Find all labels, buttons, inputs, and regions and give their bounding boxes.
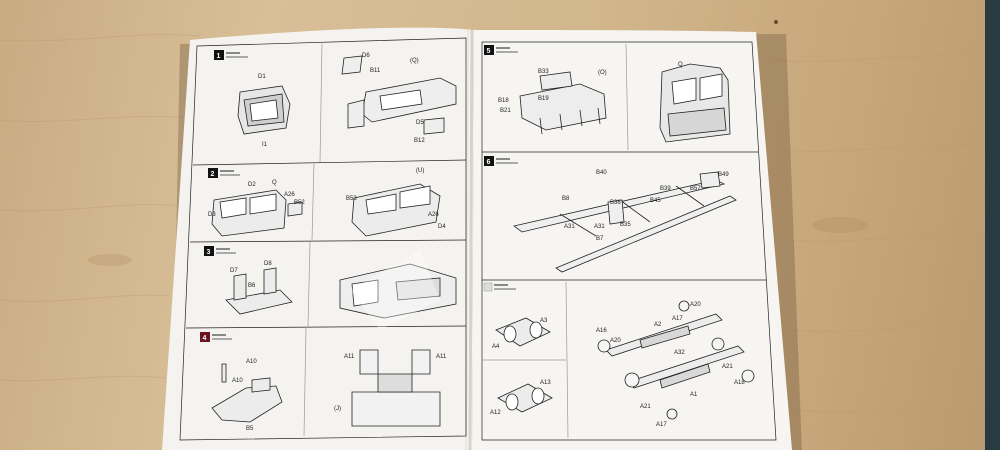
part-label: B53 [346,196,357,202]
step-number: 1 [217,53,221,60]
cab-assembled-part [351,183,441,237]
part-label: A2 [654,322,662,328]
cab-frame-part [341,55,457,135]
part-label: A21 [722,364,733,370]
part-label: B7 [596,236,604,242]
part-label: A20 [690,302,701,308]
part-label: A32 [674,350,685,356]
step-2: 2 D2 Q A26 B52 D3 B53 (U) A26 D4 [208,168,446,237]
part-label: A11 [344,354,355,360]
part-label: D5 [416,120,424,126]
part-label: B52 [294,200,305,206]
left-page-steps [179,37,467,441]
part-label: A31 [594,224,605,230]
chassis-frame-part [513,171,737,273]
cab-shell-part [237,85,291,135]
cab-with-seats-part [339,263,457,319]
part-label: B36 [610,200,621,206]
part-label: A21 [640,404,651,410]
part-label: B12 [414,138,425,144]
part-label: B8 [562,196,570,202]
part-label: B40 [596,170,607,176]
part-label: B18 [498,98,509,104]
part-label: B5 [246,426,254,432]
part-label: (J) [334,406,341,412]
right-page-steps [481,41,777,441]
part-label: A31 [564,224,575,230]
part-label: D7 [230,268,238,274]
seat-base-part [225,267,293,315]
part-label: (O) [598,70,607,76]
part-label: B39 [660,186,671,192]
part-label: A11 [436,354,447,360]
part-label: A1 [690,392,698,398]
hood-part [211,363,283,423]
step-badge [204,246,214,256]
part-label: B6 [248,283,256,289]
step-1: 1 D1 I1 D6 B11 (Q) D5 B12 [214,50,457,148]
part-label: (U) [416,168,424,174]
part-label: A10 [232,378,243,384]
part-label: B45 [650,198,661,204]
part-label: A17 [672,316,683,322]
part-label: A17 [656,422,667,428]
part-label: B49 [718,172,729,178]
part-label: D6 [362,53,370,59]
part-label: B11 [370,68,381,74]
part-label: Q [272,180,277,186]
part-label: B35 [620,222,631,228]
part-label: B57 [690,186,701,192]
part-label: A16 [596,328,607,334]
step-3: 3 D7 D8 B6 [204,246,457,319]
part-label: A18 [734,380,745,386]
step-number: 6 [487,159,491,166]
cab-complete-part [659,63,731,143]
part-label: B19 [538,96,549,102]
seats-frame-part [351,349,441,427]
part-label: (Q) [410,58,419,64]
step-badge [484,45,494,55]
axles-assembly-part [597,300,755,420]
part-label: D1 [258,74,266,80]
part-label: A12 [490,410,501,416]
step-6: 6 B40 B8 B39 B57 B49 B36 B45 B35 A31 A31… [484,156,737,273]
floor-assembly-part [519,71,607,135]
part-label: A20 [610,338,621,344]
step-number: 3 [207,249,211,256]
part-label: A4 [492,344,500,350]
part-label: D8 [264,261,272,267]
part-label: A3 [540,318,548,324]
left-page [162,27,474,450]
part-label: D4 [438,224,446,230]
part-label: D3 [208,212,216,218]
part-label: D2 [248,182,256,188]
part-label: I1 [262,142,268,148]
step-badge [483,282,493,292]
part-label: A13 [540,380,551,386]
step-4: 4 A10 A10 B5 A11 A11 (J) [200,332,447,432]
step-badge [484,156,494,166]
step-badge [208,168,218,178]
part-label: B33 [538,69,549,75]
step-number: 2 [211,171,215,178]
cab-assembly-part [211,189,303,237]
step-5: 5 B33 (O) B18 B19 B21 Q [484,45,731,143]
part-label: A10 [246,359,257,365]
step-number: 4 [203,335,207,342]
step-number: 5 [487,48,491,55]
part-label: A26 [284,192,295,198]
axle-housing-part [495,317,553,413]
part-label: Q [678,62,683,68]
part-label: B21 [500,108,511,114]
step-badge [214,50,224,60]
step-7: A3 A4 A13 A12 A16 A20 A20 A2 A17 A32 A21… [483,282,755,428]
step-badge [200,332,210,342]
part-label: A26 [428,212,439,218]
